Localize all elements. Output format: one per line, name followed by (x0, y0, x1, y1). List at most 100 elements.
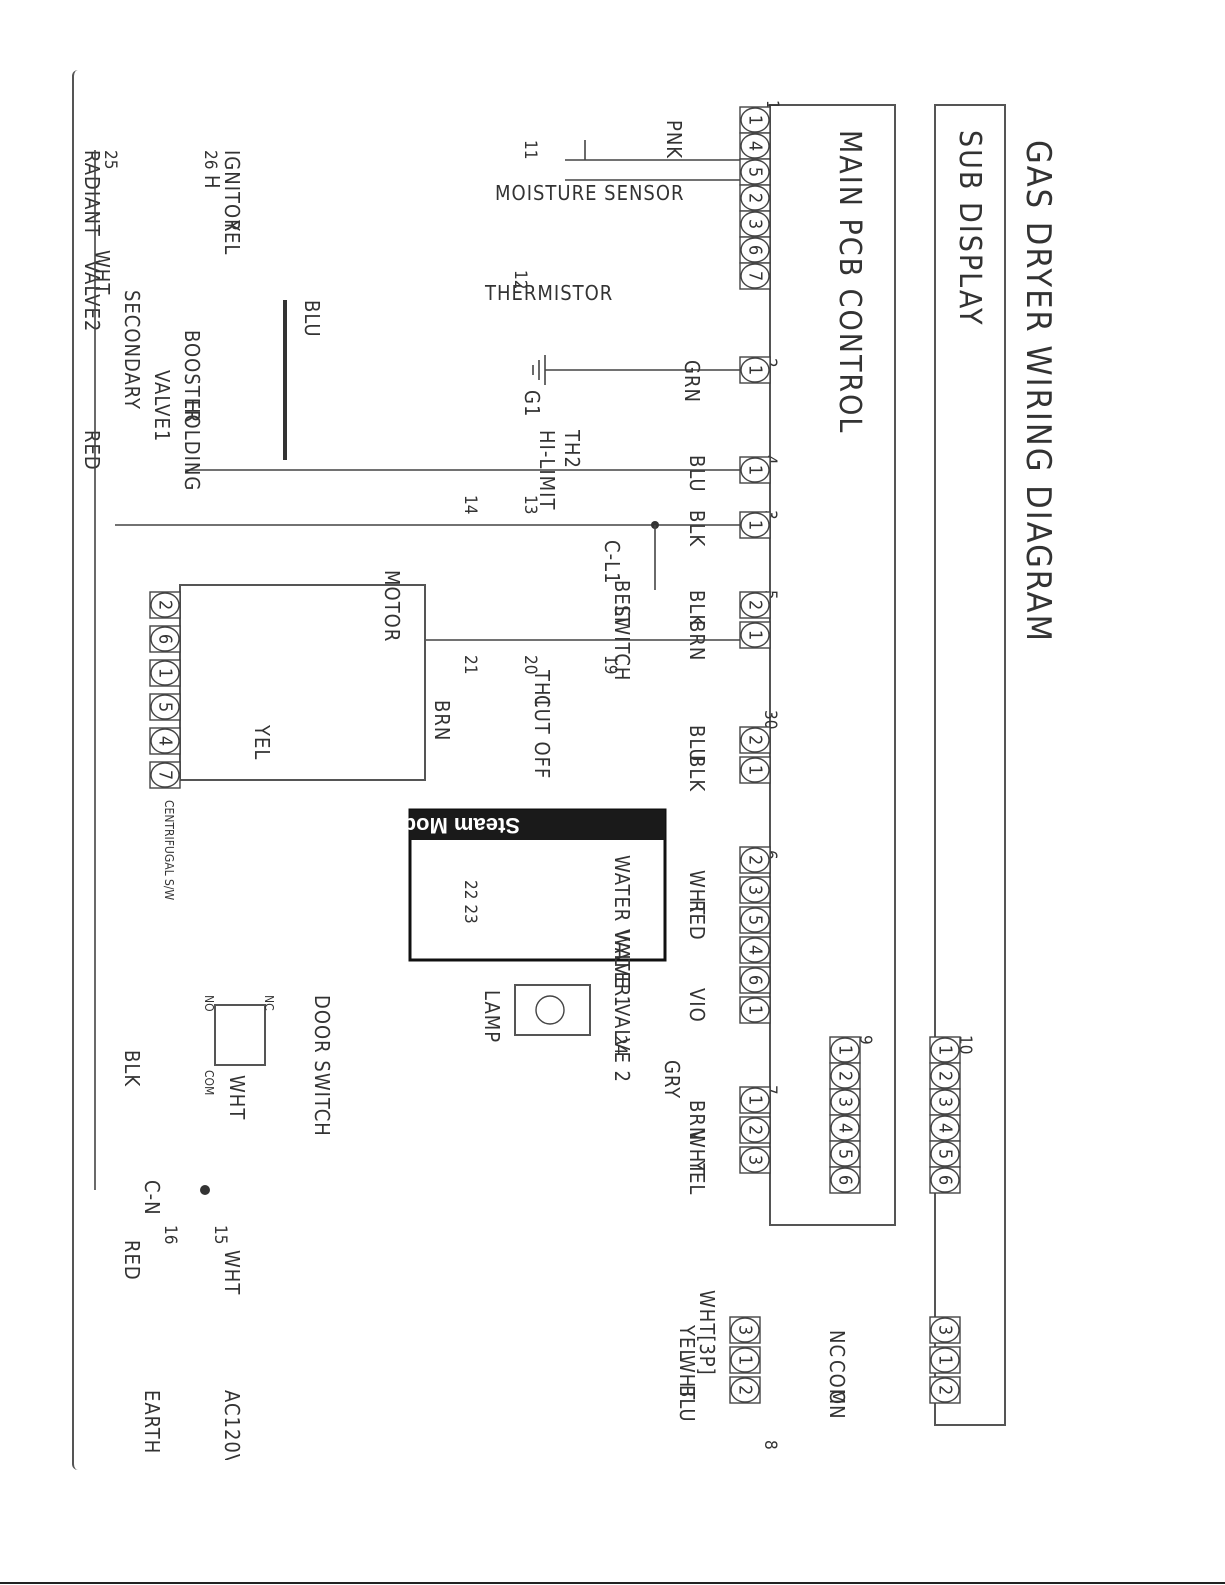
connector-pin (930, 1377, 960, 1403)
connector-pin (740, 622, 770, 648)
terminal-number: 13 (520, 495, 540, 514)
moisture-sensor: MOISTURE SENSOR 11 (495, 140, 740, 205)
terminal-number: 20 (520, 655, 540, 674)
moisture-sensor-label: MOISTURE SENSOR (495, 181, 685, 205)
belt-switch: BLK BRN 5 BELT SWITCH 19 20 21 TH1 CUT O… (425, 580, 780, 779)
thermistor: THERMISTOR 12 (484, 270, 613, 305)
pin-number: 5 (935, 1149, 956, 1159)
water-valve-2-label: WATER VALVE 2 (610, 930, 634, 1083)
sub-display-pins: 312 (929, 1316, 961, 1404)
pin-number: 2 (745, 193, 766, 203)
wiring-diagram: GAS DRYER WIRING DIAGRAM SUB DISPLAY MAI… (80, 100, 1085, 1517)
connector-8-pins: 312 (729, 1316, 761, 1404)
connector-pin (740, 1147, 770, 1173)
pin-number: 3 (745, 885, 766, 895)
connector-pin (150, 728, 180, 754)
connector-2-pins: 1 (739, 356, 771, 384)
connector-pin (150, 660, 180, 686)
connector-pin (740, 997, 770, 1023)
connector-pin (150, 694, 180, 720)
pin-number: 6 (835, 1175, 856, 1185)
steam-models-box: Steam Models Only WATER VALVE 1 WATER VA… (316, 808, 667, 1083)
ground-label: G1 (520, 390, 544, 417)
main-pcb-block: MAIN PCB CONTROL (769, 104, 896, 1226)
connector-pin (730, 1377, 760, 1403)
connector-pin (830, 1115, 860, 1141)
holding-label: HOLDING (180, 400, 204, 491)
wire-label-wht-valve: WHT (90, 250, 114, 295)
wire-label-wht-15: WHT (220, 1250, 244, 1295)
connector-pin (740, 107, 770, 133)
connector-pin (740, 263, 770, 289)
terminal-number: 14 (460, 495, 480, 514)
connector-pin (150, 592, 180, 618)
com-label: COM (825, 1360, 849, 1405)
pin-number: 3 (935, 1097, 956, 1107)
pin-number: 6 (155, 634, 176, 644)
connector-30: 30 BLU BLK (685, 710, 780, 792)
terminal-number: 11 (520, 140, 540, 159)
th2-hi-limit: TH2 HI-LIMIT BLU 4 13 14 (185, 429, 780, 514)
connector-8: WHT[3P] YEL WHT BLU NC COM ON 8 (675, 1290, 849, 1450)
ac-label: AC120V60Hz (220, 1390, 244, 1460)
connector-pin (740, 1087, 770, 1113)
belt-label-2: SWITCH (610, 605, 634, 681)
connector-pin (740, 211, 770, 237)
connector-pin (930, 1167, 960, 1193)
water-valve-1-label: WATER VALVE 1 (610, 855, 634, 1008)
terminal-number: 16 (160, 1225, 180, 1244)
wire-label-yel-8: YEL (675, 1324, 699, 1360)
pin-number: 5 (835, 1149, 856, 1159)
pin-number: 1 (745, 765, 766, 775)
pin-number: 3 (745, 1155, 766, 1165)
pin-number: 1 (835, 1045, 856, 1055)
pin-number: 1 (935, 1355, 956, 1365)
connector-pin (740, 847, 770, 873)
pin-number: 2 (935, 1385, 956, 1395)
pin-number: 2 (745, 600, 766, 610)
connector-pin (740, 159, 770, 185)
valve1-label: VALVE1 (150, 370, 174, 442)
terminal-number: 19 (600, 655, 620, 674)
connector-pin (740, 967, 770, 993)
connector-pin (930, 1141, 960, 1167)
steam-title: Steam Models Only (316, 813, 520, 838)
pin-number: 3 (735, 1325, 756, 1335)
connector-pin (730, 1317, 760, 1343)
connector-pin (740, 237, 770, 263)
nc-label: NC (825, 1330, 849, 1358)
connector-pin (930, 1037, 960, 1063)
pin-number: 1 (745, 365, 766, 375)
connector-pin (150, 762, 180, 788)
connector-pin (740, 185, 770, 211)
pin-number: 2 (745, 735, 766, 745)
pin-number: 1 (745, 465, 766, 475)
wire-label-wht-7: WHT (685, 1130, 709, 1175)
thermistor-label: THERMISTOR (484, 281, 613, 305)
wire-label-blu: BLU (685, 455, 709, 493)
lamp-label: LAMP (480, 990, 504, 1043)
wire-label-yel-motor: YEL (250, 724, 274, 760)
diagram-canvas: GAS DRYER WIRING DIAGRAM SUB DISPLAY MAI… (80, 100, 1058, 1517)
pin-number: 2 (745, 1125, 766, 1135)
pin-number: 5 (745, 167, 766, 177)
door-switch: DOOR SWITCH NO NC COM WHT (202, 995, 334, 1137)
connector-pin (740, 937, 770, 963)
terminal-number: 25 (100, 150, 120, 169)
terminal-number: 1 (762, 100, 782, 110)
connector-pin (150, 626, 180, 652)
wire-label-brn-motor: BRN (430, 700, 454, 741)
terminal-number: 30 (760, 710, 780, 729)
pin-number: 6 (745, 245, 766, 255)
main-pcb-outline (769, 104, 896, 1226)
connector-pin (830, 1063, 860, 1089)
pin-number: 1 (155, 668, 176, 678)
connector-pin (740, 357, 770, 383)
pin-number: 1 (745, 115, 766, 125)
wire-label-blk-5: BLK (685, 590, 709, 627)
page-bottom-rule (0, 1582, 1225, 1584)
terminal-number: 21 (460, 655, 480, 674)
